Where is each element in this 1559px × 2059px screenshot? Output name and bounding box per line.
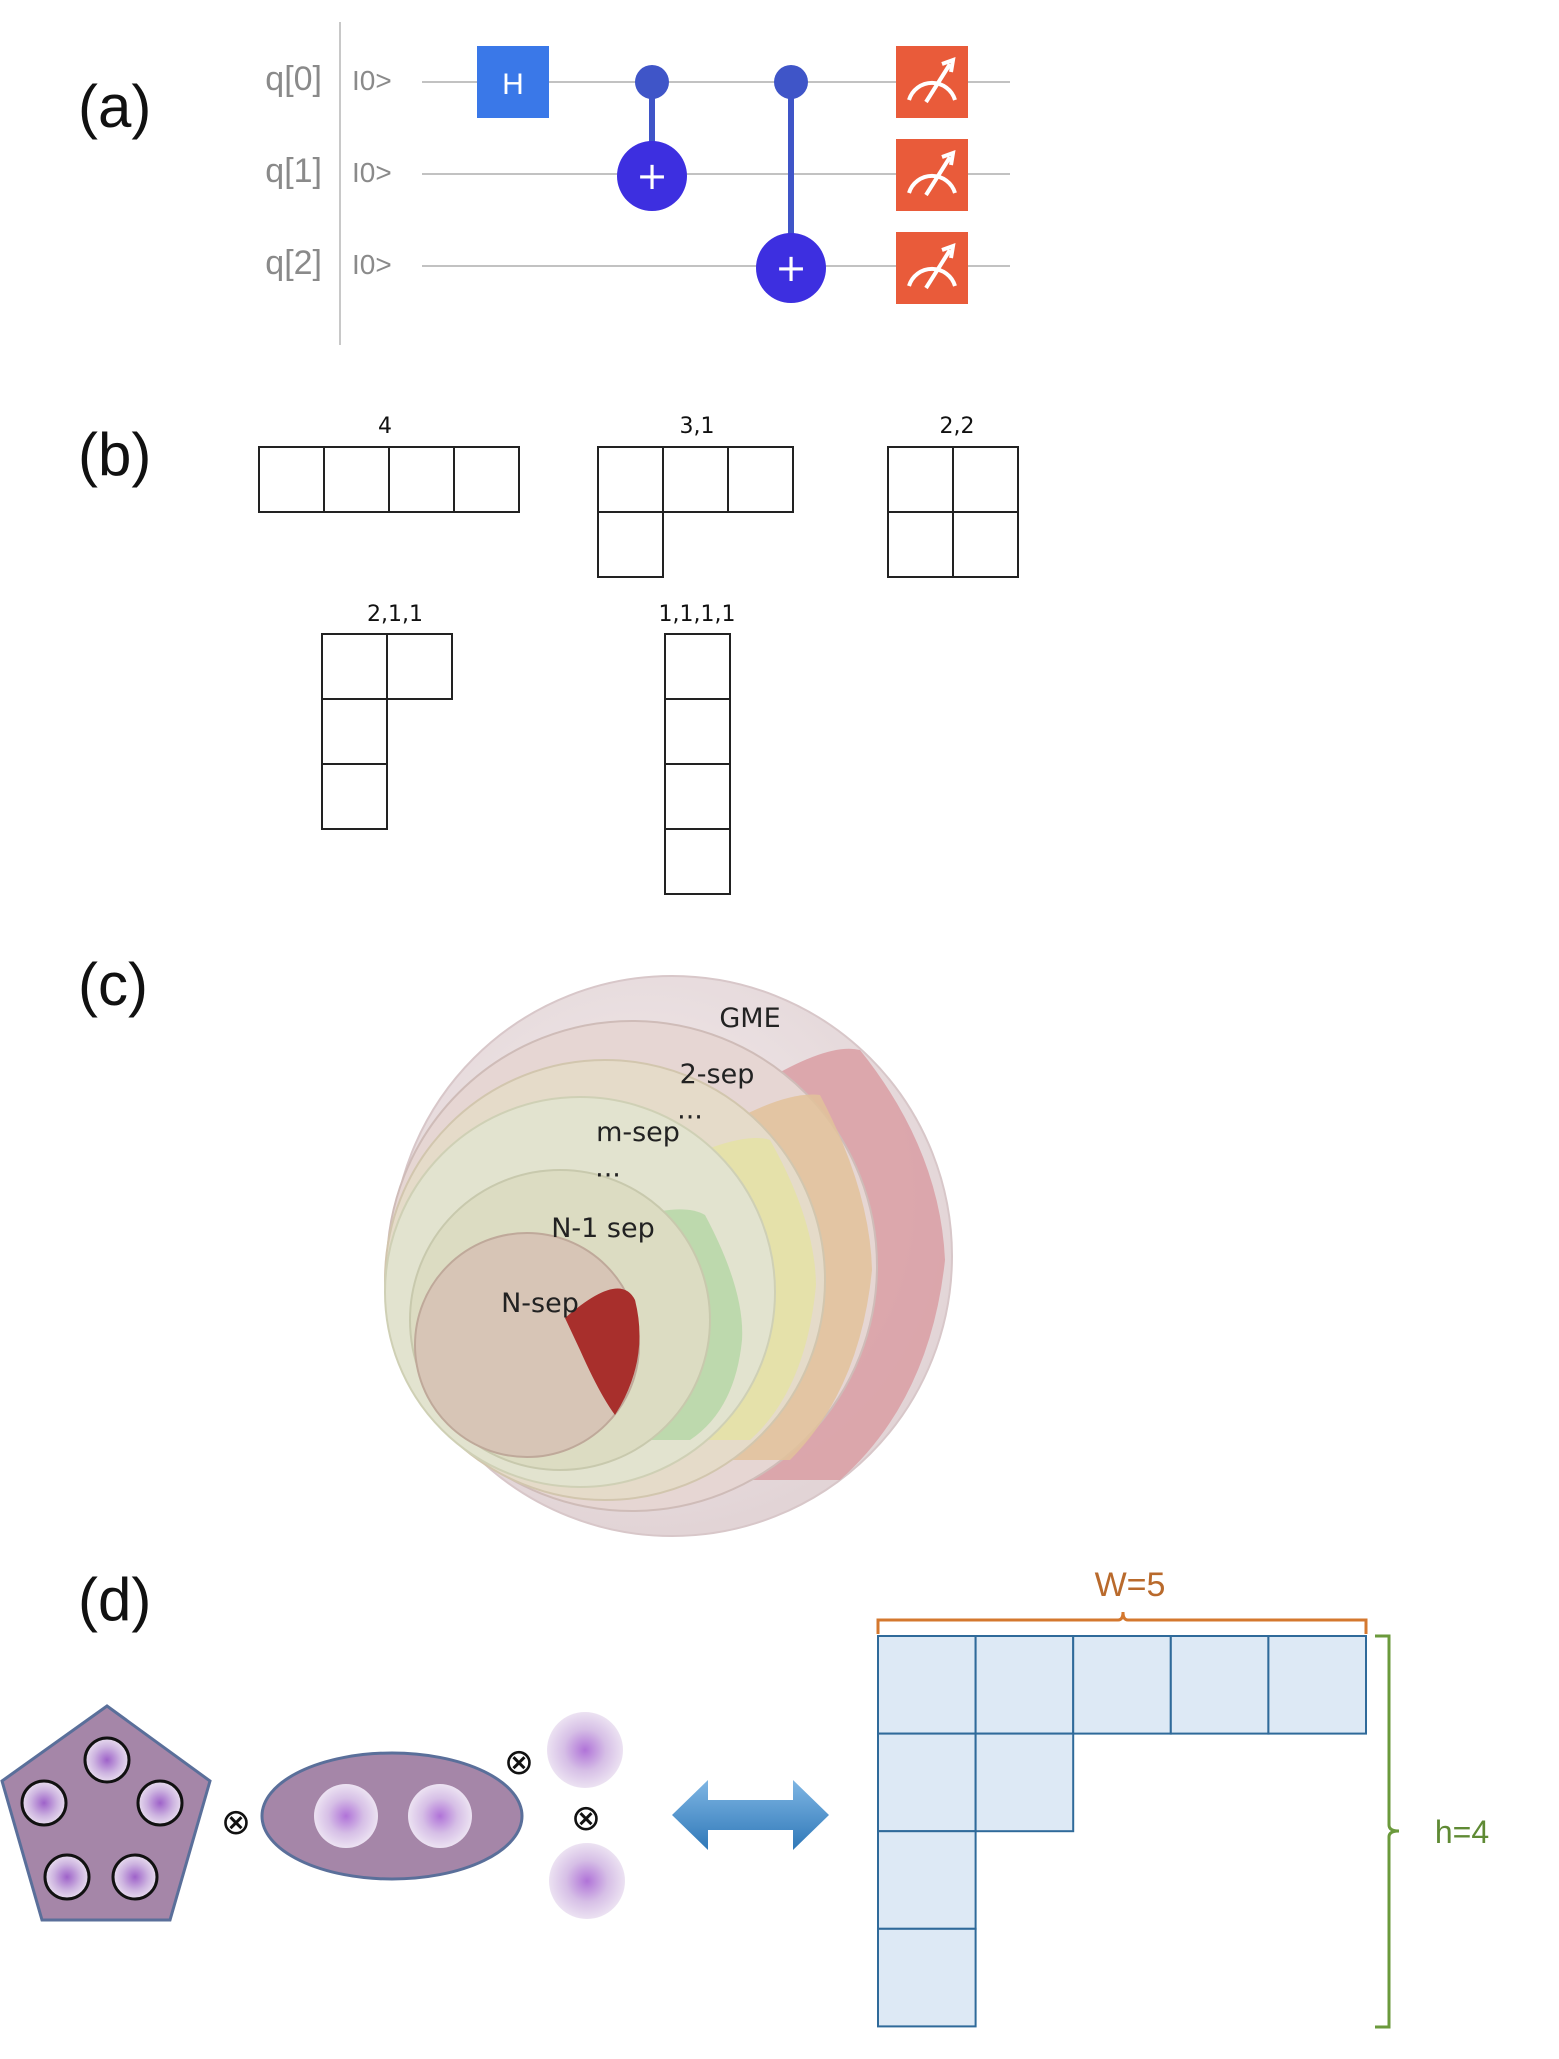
young-diagram-cell <box>727 446 794 513</box>
panel-label-b: (b) <box>78 421 152 488</box>
qubits-pentagon <box>20 1736 184 1901</box>
qubit-state-q2: I0> <box>352 249 392 280</box>
partition-cell <box>974 1635 1075 1735</box>
cnot-target <box>756 233 826 303</box>
partition-cell <box>1169 1635 1270 1735</box>
young-diagram-4 <box>258 446 520 513</box>
young-diagram-1-1-1-1 <box>664 633 731 895</box>
cnot-gate-1: + <box>617 65 687 211</box>
tensor-product-symbol: ⊗ <box>571 1798 601 1839</box>
partition-cell <box>1267 1635 1368 1735</box>
width-brace <box>876 1611 1368 1634</box>
young-diagram-label-2-2: 2,2 <box>940 414 975 439</box>
qubit <box>20 1779 68 1827</box>
partition-correspondence: ⊗ ⊗ ⊗ W=5 h=4 <box>0 1566 1489 2029</box>
young-diagram-cell <box>662 446 729 513</box>
qubit-state-q0: I0> <box>352 65 392 96</box>
qubit-label-q2: q[2] <box>265 244 322 282</box>
double-arrow-icon <box>672 1780 829 1850</box>
tensor-product-symbol: ⊗ <box>221 1802 251 1843</box>
young-diagram-2-1-1 <box>321 633 453 830</box>
cnot-target-symbol: + <box>775 246 807 290</box>
young-diagram-cell <box>887 446 954 513</box>
label-ellipsis-2: ··· <box>595 1160 621 1191</box>
tensor-product-symbol: ⊗ <box>504 1742 534 1783</box>
young-diagram-cell <box>952 511 1019 578</box>
label-2sep: 2-sep <box>680 1059 755 1090</box>
qubit-label-q0: q[0] <box>265 60 322 98</box>
partition-cell <box>877 1927 977 2028</box>
label-nsep: N-sep <box>501 1288 579 1319</box>
label-ellipsis-1: ··· <box>677 1102 703 1133</box>
width-label: W=5 <box>1095 1566 1166 1604</box>
young-diagram-cell <box>258 446 325 513</box>
young-diagram-cell <box>453 446 520 513</box>
partition-cell <box>877 1732 977 1833</box>
young-diagram-label-4: 4 <box>378 414 392 439</box>
young-diagram-cell <box>323 446 390 513</box>
young-diagram-cell <box>321 698 388 765</box>
separability-spheres: GME 2-sep m-sep ··· ··· N-1 sep N-sep <box>384 975 953 1537</box>
shell-nsep-highlight <box>565 1288 640 1415</box>
cnot-target <box>617 141 687 211</box>
height-brace <box>1375 1634 1400 2029</box>
meter-icon <box>907 266 957 287</box>
young-diagram-cell <box>664 763 731 830</box>
height-label: h=4 <box>1435 1814 1489 1850</box>
young-diagram-cell <box>321 763 388 830</box>
young-diagram-cell <box>386 633 453 700</box>
young-diagram-label-3-1: 3,1 <box>680 414 715 439</box>
qubit <box>111 1853 159 1901</box>
young-diagram-cell <box>664 633 731 700</box>
young-diagram-label-2-1-1: 2,1,1 <box>367 602 423 627</box>
label-n1sep: N-1 sep <box>551 1213 655 1244</box>
partition-cell <box>1072 1635 1172 1735</box>
quantum-circuit: q[0] q[1] q[2] I0> I0> I0> H + + <box>265 22 1010 345</box>
young-diagram-label-1-1-1-1: 1,1,1,1 <box>659 602 736 627</box>
label-m-sep: m-sep <box>596 1117 680 1148</box>
qubit <box>136 1779 184 1827</box>
single-qubit <box>547 1712 623 1788</box>
young-diagram-cell <box>597 511 664 578</box>
young-diagrams: 4 3,1 2,2 2,1,1 1,1,1,1 <box>258 414 1019 895</box>
qubit <box>43 1853 91 1901</box>
meter-icon <box>907 173 957 194</box>
panel-label-d: (d) <box>78 1566 152 1633</box>
hadamard-gate-label: H <box>502 68 524 101</box>
panel-label-c: (c) <box>78 951 148 1018</box>
qubit <box>83 1736 131 1784</box>
qubit-label-q1: q[1] <box>265 152 322 190</box>
cnot-gate-2: + <box>756 65 826 303</box>
hadamard-gate: H <box>477 46 549 118</box>
qubit <box>314 1784 378 1848</box>
young-diagram-cell <box>887 511 954 578</box>
qubit <box>408 1784 472 1848</box>
measure-gate-q1 <box>896 139 968 211</box>
young-diagram-cell <box>664 828 731 895</box>
partition-cell <box>877 1830 977 1930</box>
control-dot <box>635 65 669 99</box>
young-diagram-3-1 <box>597 446 794 578</box>
cnot-target-symbol: + <box>636 154 668 198</box>
single-qubit <box>549 1843 625 1919</box>
measure-gate-q2 <box>896 232 968 304</box>
measure-gate-q0 <box>896 46 968 118</box>
meter-icon <box>907 80 957 101</box>
young-diagram-cell <box>321 633 388 700</box>
qubit-state-q1: I0> <box>352 157 392 188</box>
young-diagram-cell <box>664 698 731 765</box>
two-qubit-group <box>260 1751 524 1881</box>
partition-cell <box>974 1732 1075 1833</box>
panel-label-a: (a) <box>78 73 152 140</box>
young-diagram-cell <box>952 446 1019 513</box>
partition-cell <box>877 1635 977 1735</box>
young-diagram-cell <box>597 446 664 513</box>
control-dot <box>774 65 808 99</box>
young-diagram-2-2 <box>887 446 1019 578</box>
label-gme: GME <box>719 1003 780 1034</box>
partition-young-diagram <box>877 1635 1368 2028</box>
young-diagram-cell <box>388 446 455 513</box>
